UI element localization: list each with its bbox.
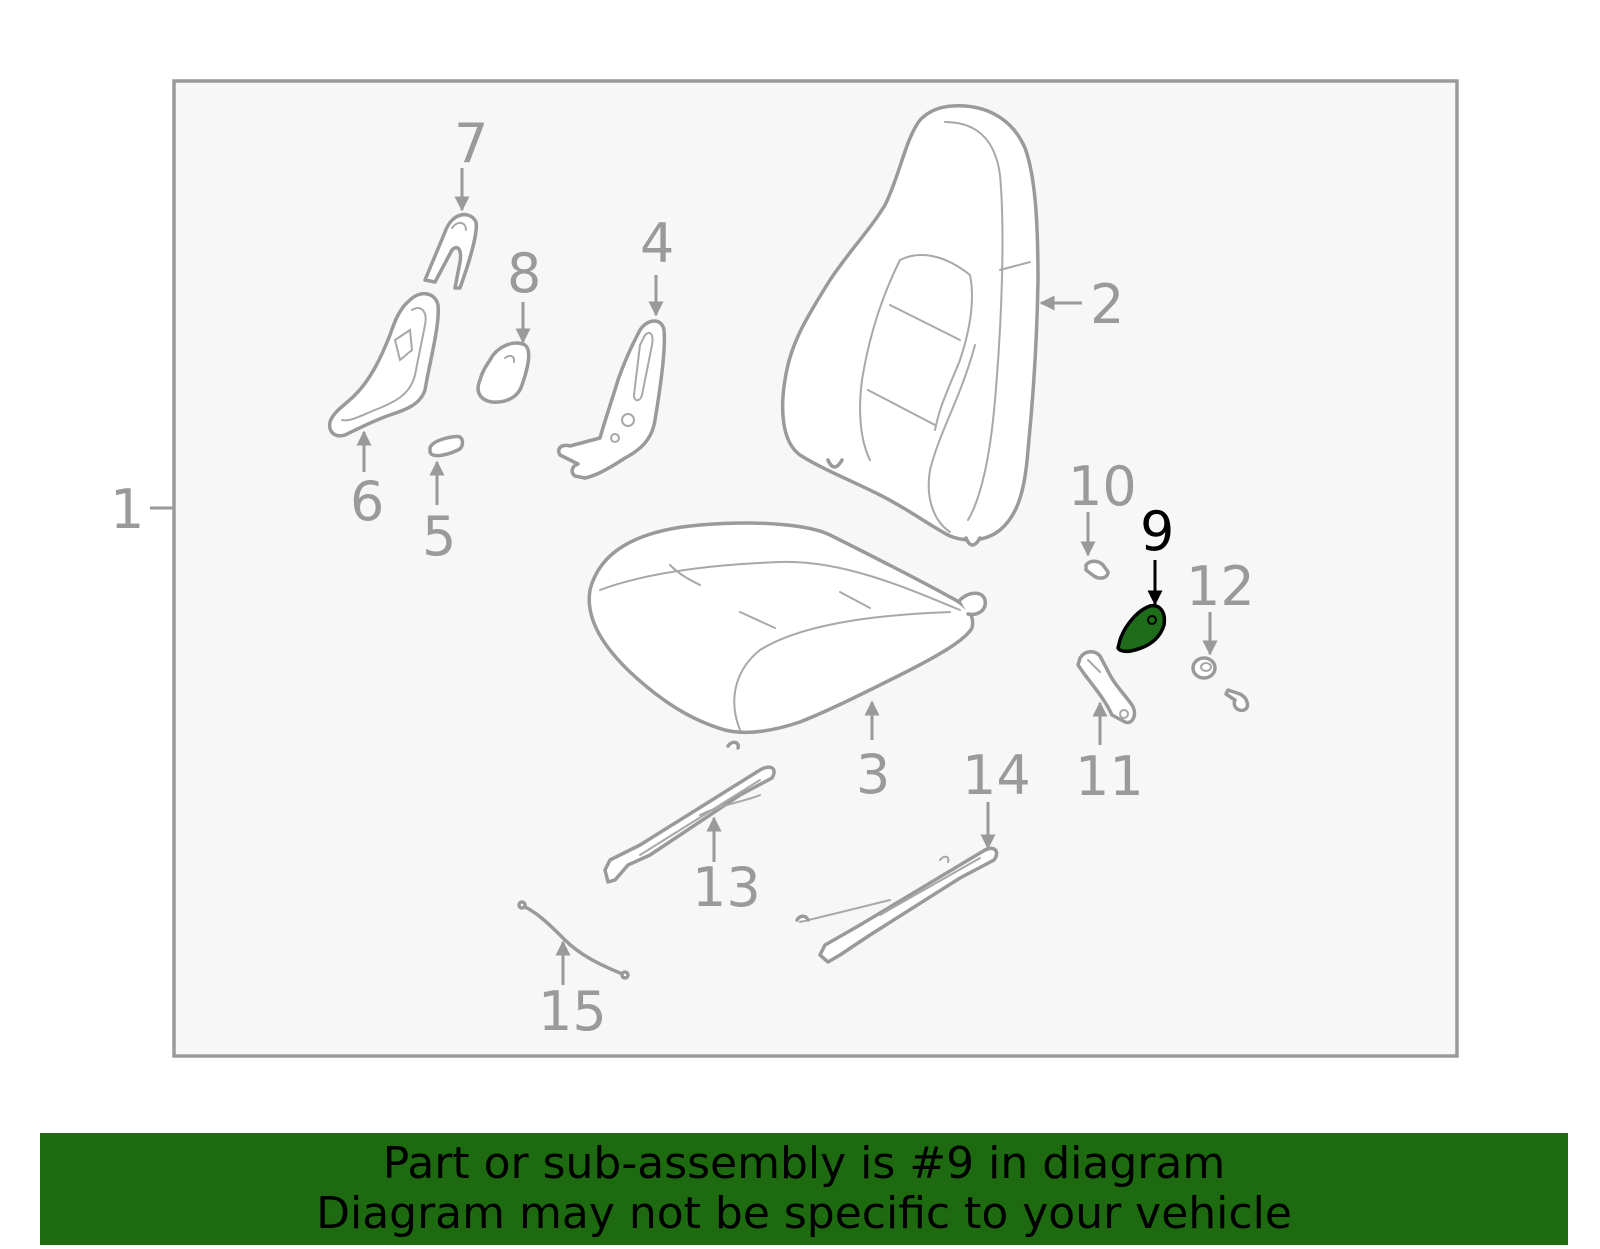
callout-6: 6 xyxy=(350,430,384,533)
callout-label-11: 11 xyxy=(1075,745,1144,808)
part-5-cap xyxy=(428,434,465,458)
callout-8: 8 xyxy=(507,242,541,344)
callout-12: 12 xyxy=(1186,555,1255,656)
part-9-lever[interactable] xyxy=(1116,603,1167,654)
callout-10: 10 xyxy=(1068,455,1137,557)
part-11-bracket xyxy=(1076,650,1137,725)
callout-label-10: 10 xyxy=(1068,455,1137,518)
part-10-bushing xyxy=(1084,559,1110,580)
callout-2: 2 xyxy=(1039,273,1124,336)
part-15-cable xyxy=(517,900,630,980)
caption-line-1: Part or sub-assembly is #9 in diagram xyxy=(382,1138,1226,1189)
callout-label-14: 14 xyxy=(962,744,1031,807)
part-7-hinge-cover xyxy=(423,212,479,290)
callout-15: 15 xyxy=(538,940,607,1043)
part-13-inner-track xyxy=(603,740,776,884)
callout-5: 5 xyxy=(422,460,456,568)
callout-label-1: 1 xyxy=(110,478,144,541)
callout-label-3: 3 xyxy=(856,743,890,806)
part-4-recliner-bracket xyxy=(557,319,667,480)
callout-label-2: 2 xyxy=(1090,273,1124,336)
part-2-seat-back xyxy=(780,104,1040,547)
callout-label-15: 15 xyxy=(538,980,607,1043)
callout-label-9[interactable]: 9 xyxy=(1140,500,1174,563)
callout-7: 7 xyxy=(454,112,488,212)
callout-label-5: 5 xyxy=(422,505,456,568)
caption-banner: Part or sub-assembly is #9 in diagram Di… xyxy=(40,1133,1568,1245)
callout-label-4: 4 xyxy=(640,212,674,275)
callout-3: 3 xyxy=(856,700,890,806)
part-14-outer-track xyxy=(795,846,999,964)
callout-label-6: 6 xyxy=(350,470,384,533)
part-8-knob-cover xyxy=(476,341,531,404)
part-6-side-shield xyxy=(327,292,441,438)
callout-4: 4 xyxy=(640,212,674,317)
callout-label-13: 13 xyxy=(692,856,761,919)
callout-label-8: 8 xyxy=(507,242,541,305)
part-3-seat-cushion xyxy=(587,521,987,735)
callout-label-12: 12 xyxy=(1186,555,1255,618)
callout-14: 14 xyxy=(962,744,1031,850)
caption-line-2: Diagram may not be specific to your vehi… xyxy=(316,1188,1292,1239)
part-12-nut xyxy=(1191,656,1250,713)
callout-1: 1 xyxy=(110,478,174,541)
callout-label-7: 7 xyxy=(454,112,488,175)
callout-13: 13 xyxy=(692,816,761,919)
callout-9[interactable]: 9 xyxy=(1140,500,1174,606)
callout-11: 11 xyxy=(1075,701,1144,808)
